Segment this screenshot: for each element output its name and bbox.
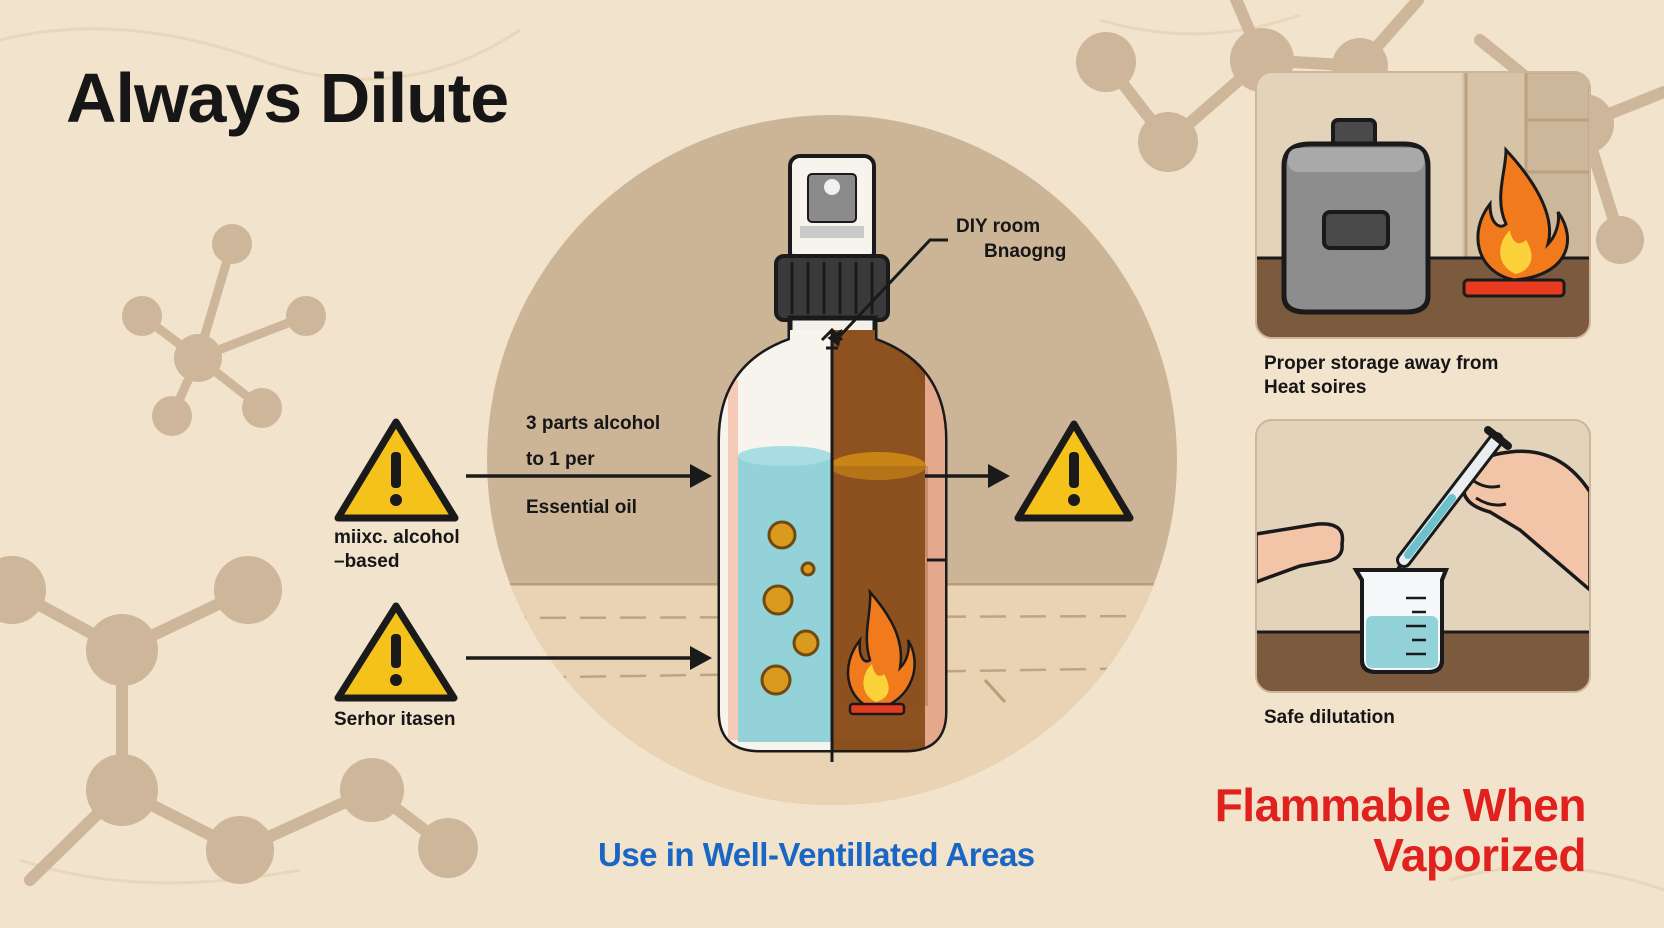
storage-caption-line1: Proper storage away from bbox=[1264, 353, 1499, 374]
warning-icon-upper-left bbox=[334, 418, 459, 522]
warning-label-lower: Serhor itasen bbox=[334, 709, 456, 730]
storage-caption-line2: Heat soires bbox=[1264, 377, 1367, 398]
oil-bubbles bbox=[760, 520, 820, 696]
spray-bottle bbox=[717, 154, 948, 762]
dropper-icon bbox=[1385, 426, 1512, 591]
ratio-label-line2: to 1 per bbox=[526, 449, 595, 470]
flame-icon bbox=[846, 588, 916, 716]
warning-label-alcohol-line1: miixc. alcohol bbox=[334, 527, 460, 548]
flammable-warning: Flammable When Vaporized bbox=[1106, 779, 1587, 881]
warning-icon-right bbox=[1014, 420, 1134, 522]
storage-illustration-panel bbox=[1255, 71, 1591, 339]
arrow-right bbox=[925, 464, 1010, 488]
diy-callout-line bbox=[827, 238, 948, 347]
page-title: Always Dilute bbox=[66, 59, 509, 137]
warning-icon-lower-left bbox=[334, 602, 458, 702]
flammable-warning-line1: Flammable When bbox=[1214, 779, 1587, 831]
dilution-illustration-panel bbox=[1255, 419, 1591, 693]
warning-label-alcohol-line2: –based bbox=[334, 551, 400, 572]
ratio-label-line3: Essential oil bbox=[526, 497, 637, 518]
ratio-label-line1: 3 parts alcohol bbox=[526, 413, 661, 434]
molecule-decoration-bottom-left bbox=[0, 556, 478, 886]
flammable-warning-line2: Vaporized bbox=[1373, 829, 1586, 881]
diy-label-line2: Bnaogng bbox=[984, 241, 1067, 262]
heat-source-flame-icon bbox=[1462, 146, 1569, 298]
arrow-warning-lower bbox=[466, 646, 712, 670]
diy-label-line1: DIY room bbox=[956, 216, 1041, 237]
ventilation-notice: Use in Well-Ventillated Areas bbox=[598, 836, 1035, 873]
beaker-icon bbox=[1352, 568, 1449, 674]
molecule-decoration-left bbox=[122, 224, 326, 436]
arrow-ratio bbox=[466, 464, 712, 488]
dilution-caption: Safe dilutation bbox=[1264, 707, 1395, 728]
